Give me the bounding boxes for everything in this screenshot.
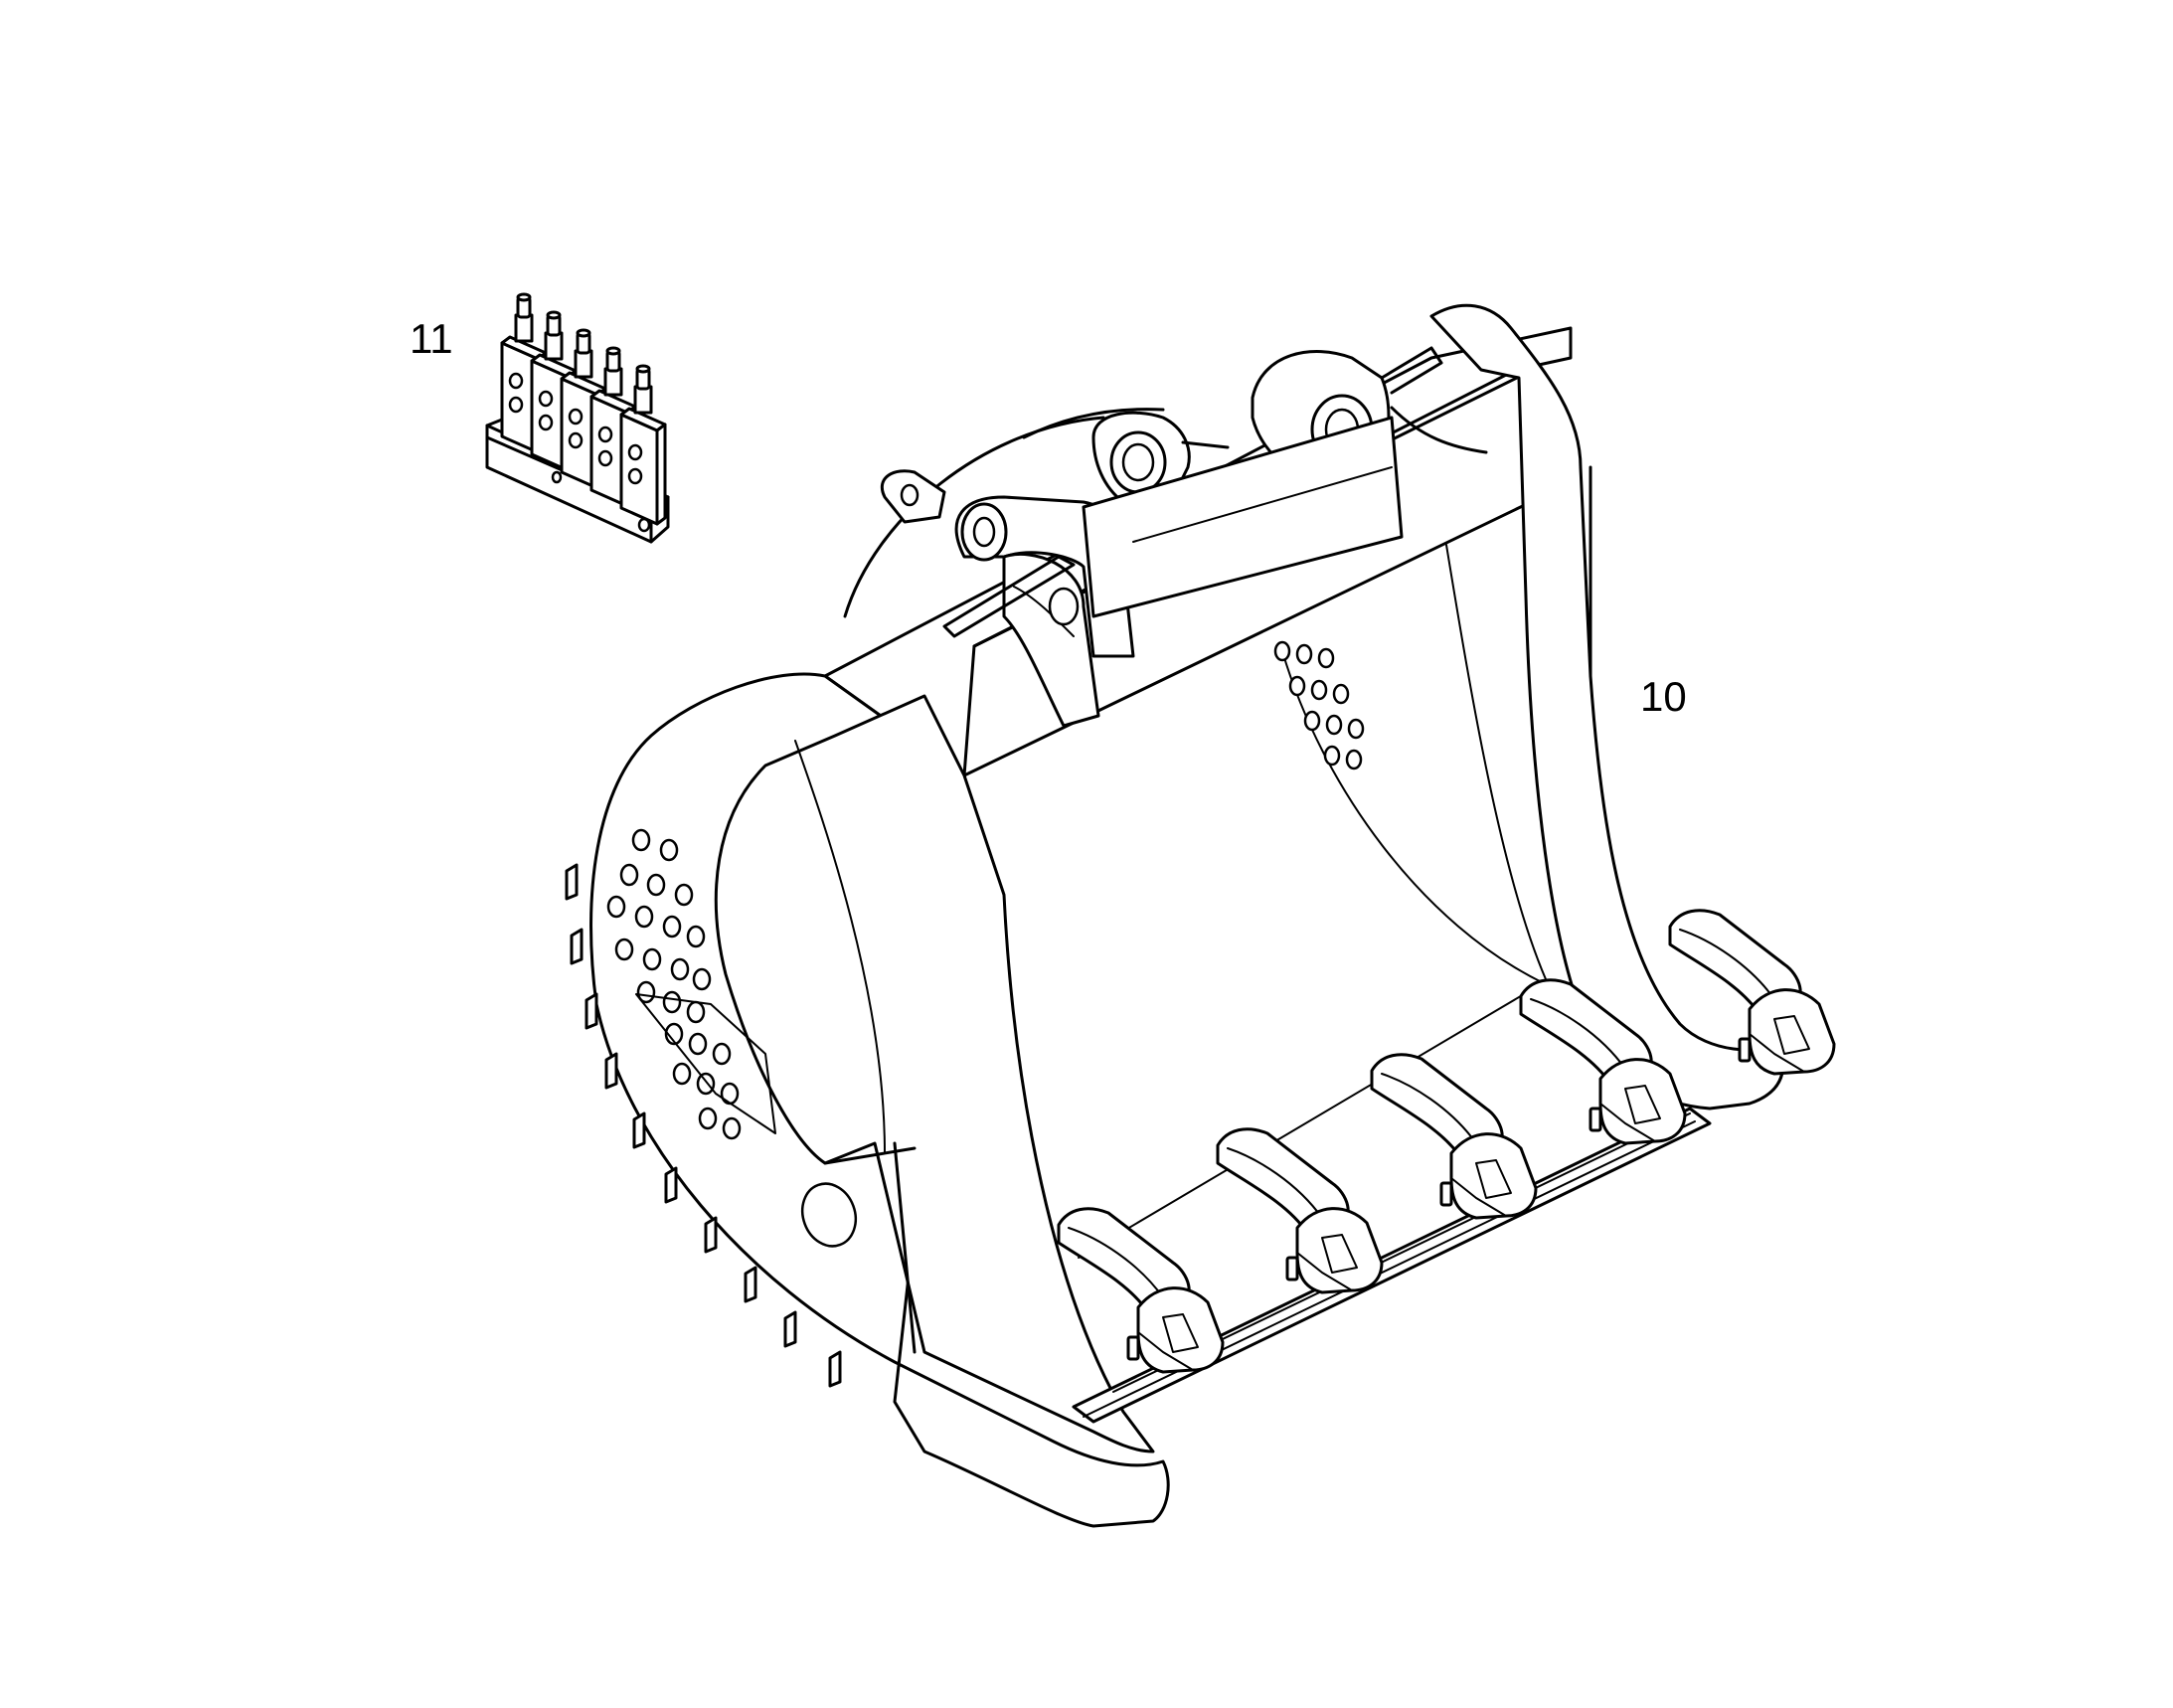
wear-strip (828, 1350, 842, 1388)
side-plate-hole (631, 828, 651, 852)
wear-strip (585, 992, 598, 1030)
lubrication-distributor-block-icon (485, 292, 670, 544)
back-plate-hole (1325, 714, 1343, 736)
side-plate-hole (646, 873, 666, 897)
back-plate-hole (1345, 749, 1363, 770)
side-plate-hole (662, 915, 682, 939)
bucket-tooth (1370, 1053, 1538, 1220)
side-plate-hole (722, 1116, 742, 1140)
wear-strip (570, 928, 584, 965)
back-plate-hole (1310, 679, 1328, 701)
side-plate-hole (688, 1032, 708, 1056)
side-plate-hole (720, 1082, 740, 1106)
bucket-tooth (1216, 1127, 1384, 1294)
side-plate-hole (636, 980, 656, 1004)
bucket-tooth (1519, 978, 1687, 1145)
side-plate-hole (664, 1022, 684, 1046)
bucket-tooth (1668, 909, 1836, 1076)
side-plate-hole (698, 1107, 718, 1130)
callout-part-11: 11 (410, 315, 453, 362)
side-plate-hole (662, 990, 682, 1014)
side-plate-hole (692, 967, 712, 991)
wear-strip (783, 1310, 797, 1348)
valve-section (619, 364, 667, 526)
back-plate-hole (1332, 683, 1350, 705)
wear-strip (744, 1266, 757, 1303)
back-plate-hole (1323, 745, 1341, 767)
back-plate-hole (1295, 643, 1313, 665)
side-plate-hole (712, 1042, 732, 1066)
bucket-tooth (1057, 1207, 1225, 1374)
side-plate-hole (619, 863, 639, 887)
side-plate-hole (659, 838, 679, 862)
side-plate-hole (642, 947, 662, 971)
back-plate-hole (1288, 675, 1306, 697)
wear-strip (604, 1052, 618, 1090)
wear-strip (565, 863, 579, 901)
back-plate-hole (1317, 647, 1335, 669)
side-plate-hole (634, 905, 654, 929)
wear-strip (664, 1166, 678, 1204)
wear-strip (632, 1111, 646, 1149)
side-plate-hole (696, 1072, 716, 1096)
back-plate-hole (1303, 710, 1321, 732)
side-plate-hole (686, 1000, 706, 1024)
back-plate-hole (1273, 640, 1291, 662)
side-plate-hole (614, 938, 634, 961)
callout-part-10: 10 (1640, 673, 1687, 720)
side-plate-hole (674, 883, 694, 907)
side-plate-hole (686, 925, 706, 948)
side-plate-hole (672, 1062, 692, 1086)
side-plate-hole (606, 895, 626, 919)
back-plate-hole (1347, 718, 1365, 740)
excavator-bucket-icon (565, 303, 1836, 1528)
wear-strip (704, 1216, 718, 1254)
side-plate-hole (670, 957, 690, 981)
